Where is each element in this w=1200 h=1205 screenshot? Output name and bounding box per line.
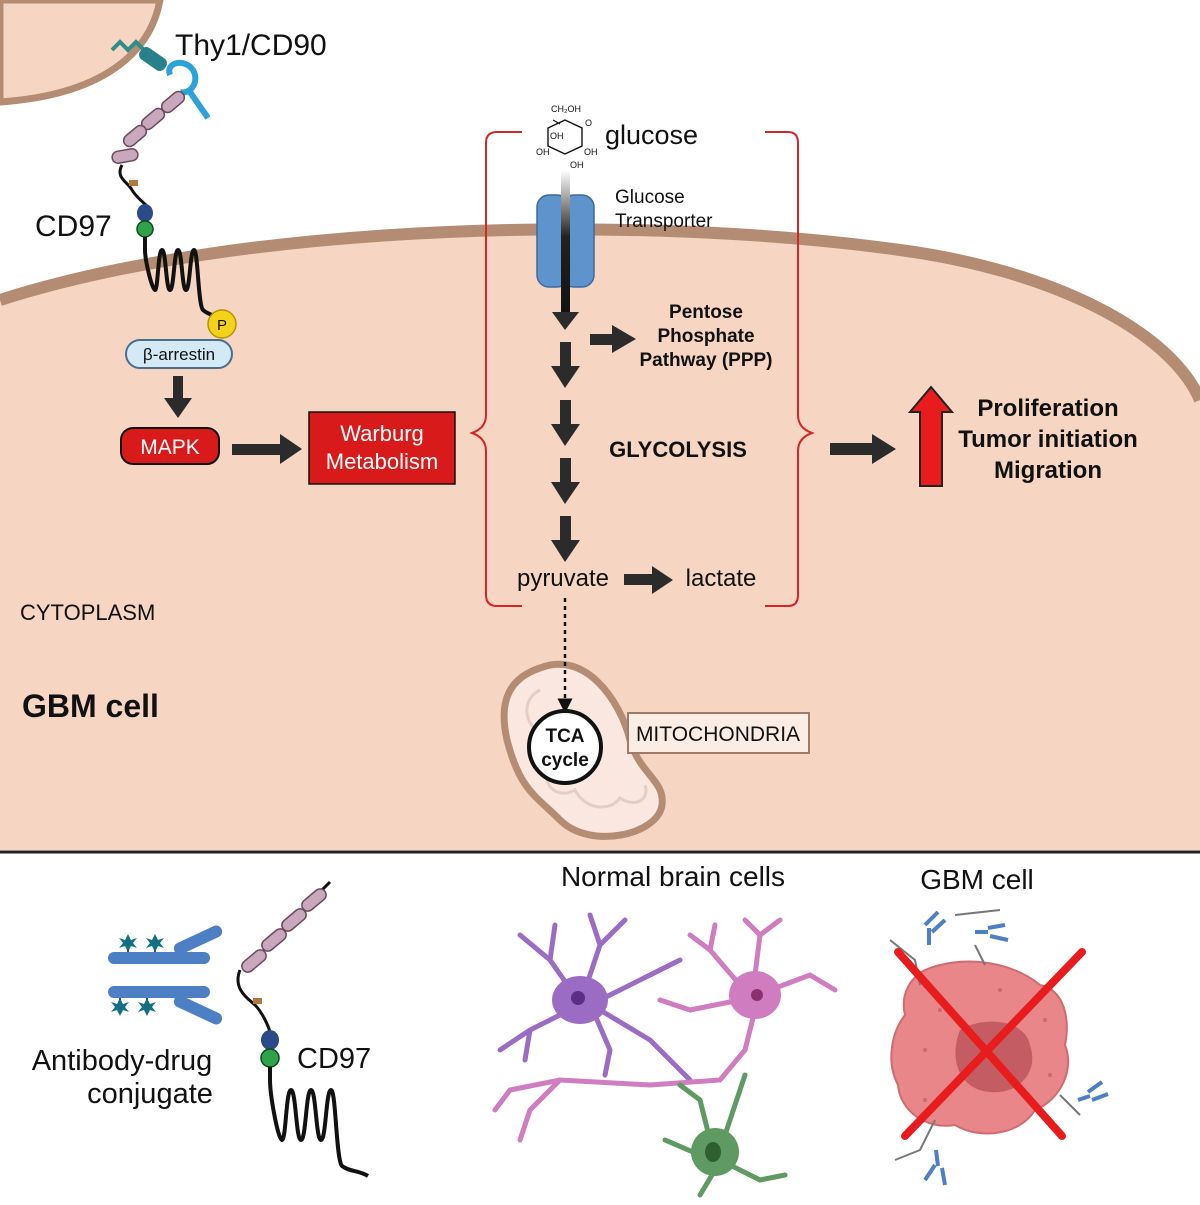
outcome-label-3: Migration xyxy=(994,457,1102,484)
neighbor-cell xyxy=(0,0,164,106)
gbm-cell-body xyxy=(0,223,1200,851)
cytoplasm-label: CYTOPLASM xyxy=(20,600,155,625)
glucose-oh-2: OH xyxy=(584,147,598,157)
glucose-oh-3: OH xyxy=(536,147,550,157)
glucose-transporter xyxy=(536,170,595,330)
normal-cells-label: Normal brain cells xyxy=(561,861,785,892)
lactate-label: lactate xyxy=(686,565,757,592)
arrestin-pill: β-arrestin xyxy=(125,339,233,369)
antibody-drug-conjugate xyxy=(108,925,223,1025)
ppp-label: Pentose Phosphate Pathway (PPP) xyxy=(639,302,772,371)
adc-label-1: Antibody-drug xyxy=(32,1045,213,1077)
ppp-label-3: Pathway (PPP) xyxy=(639,350,772,371)
mitochondria-label: MITOCHONDRIA xyxy=(636,723,800,746)
mapk-label: MAPK xyxy=(140,436,200,459)
arrow-outcome xyxy=(830,434,896,464)
glucose-oh-4: OH xyxy=(570,160,584,170)
warburg-label-2: Metabolism xyxy=(326,449,438,474)
gbm-cell-label-bottom: GBM cell xyxy=(920,864,1034,895)
glucose-ch2oh: CH₂OH xyxy=(551,104,581,114)
mitochondrion: TCA cycle xyxy=(500,660,666,840)
gbm-cell-label-top: GBM cell xyxy=(22,688,159,724)
glucose-oh-1: OH xyxy=(550,131,564,141)
arrow-ppp xyxy=(590,325,636,353)
ppp-label-2: Phosphate xyxy=(657,326,754,347)
cd97-label-bottom: CD97 xyxy=(297,1043,371,1075)
outcome-label-2: Tumor initiation xyxy=(958,426,1138,453)
phospho-label: P xyxy=(217,317,227,334)
mitochondria-box: MITOCHONDRIA xyxy=(627,712,810,754)
ppp-label-1: Pentose xyxy=(669,302,743,323)
arrow-arrestin-mapk xyxy=(164,376,192,418)
gbm-cell-targeted xyxy=(889,909,1109,1186)
thy1-ligand xyxy=(110,39,211,120)
arrow-pyruvate-lactate xyxy=(624,566,673,594)
cd97-receptor-bottom xyxy=(236,880,370,1178)
normal-brain-cells xyxy=(492,912,838,1198)
phospho-badge: P xyxy=(207,309,237,339)
outcome-label-1: Proliferation xyxy=(977,395,1118,422)
glucose-label: glucose xyxy=(605,120,698,150)
transporter-label-1: Glucose xyxy=(615,187,685,208)
tca-label-1: TCA xyxy=(545,726,584,747)
thy1-label: Thy1/CD90 xyxy=(175,29,327,62)
transporter-label-2: Transporter xyxy=(615,211,713,232)
glucose-o: O xyxy=(585,118,592,128)
arrow-mapk-warburg xyxy=(232,434,302,464)
cd97-receptor-top xyxy=(111,90,222,322)
cd97-label-top: CD97 xyxy=(35,210,112,243)
adc-label-2: conjugate xyxy=(87,1078,213,1110)
glycolysis-arrows xyxy=(551,342,580,562)
outcome-labels: Proliferation Tumor initiation Migration xyxy=(958,395,1138,484)
mapk-box: MAPK xyxy=(120,427,220,465)
metabolism-bracket xyxy=(469,131,815,607)
glycolysis-label: GLYCOLYSIS xyxy=(609,437,747,462)
arrestin-label: β-arrestin xyxy=(143,345,215,364)
glucose-structure: CH₂OH O OH OH OH OH xyxy=(536,104,598,170)
pyruvate-label: pyruvate xyxy=(517,565,609,592)
warburg-label-1: Warburg xyxy=(340,421,424,446)
tca-label-2: cycle xyxy=(541,750,589,771)
warburg-box: Warburg Metabolism xyxy=(308,411,456,485)
upregulation-arrow xyxy=(907,385,955,487)
